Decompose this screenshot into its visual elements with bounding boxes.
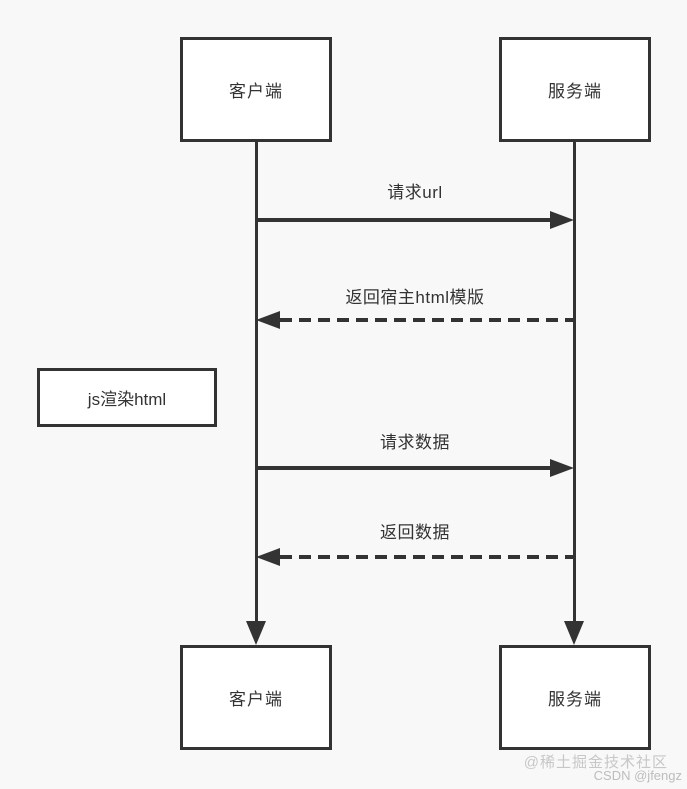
actor-label-client-top: 客户端 xyxy=(229,82,283,101)
actor-label-server-top: 服务端 xyxy=(548,82,602,101)
arrow-left-icon-return-html-template xyxy=(256,311,280,329)
message-label-request-data: 请求数据 xyxy=(380,433,450,452)
actor-box-server-bottom: 服务端 xyxy=(499,645,651,750)
actor-label-client-bottom: 客户端 xyxy=(229,690,283,709)
arrow-left-icon-return-data xyxy=(256,548,280,566)
arrow-right-icon-request-data xyxy=(550,459,574,477)
watermark-csdn: CSDN @jfengz xyxy=(593,768,682,783)
message-label-return-html-template: 返回宿主html模版 xyxy=(345,288,485,307)
message-label-request-url: 请求url xyxy=(387,183,443,202)
actor-box-client-top: 客户端 xyxy=(180,37,332,142)
note-label: js渲染html xyxy=(87,390,167,409)
note-box-js-render: js渲染html xyxy=(37,368,217,427)
message-line-request-data xyxy=(256,466,552,470)
watermark-juejin: @稀土掘金技术社区 xyxy=(523,754,668,771)
actor-box-server-top: 服务端 xyxy=(499,37,651,142)
server-lifeline xyxy=(573,142,576,624)
client-lifeline xyxy=(255,142,258,624)
message-line-return-data xyxy=(280,555,574,559)
arrow-right-icon-request-url xyxy=(550,211,574,229)
arrow-down-icon-client xyxy=(246,621,266,645)
arrow-down-icon-server xyxy=(564,621,584,645)
actor-label-server-bottom: 服务端 xyxy=(548,690,602,709)
actor-box-client-bottom: 客户端 xyxy=(180,645,332,750)
message-line-return-html-template xyxy=(280,318,574,322)
message-label-return-data: 返回数据 xyxy=(380,523,450,542)
message-line-request-url xyxy=(256,218,552,222)
